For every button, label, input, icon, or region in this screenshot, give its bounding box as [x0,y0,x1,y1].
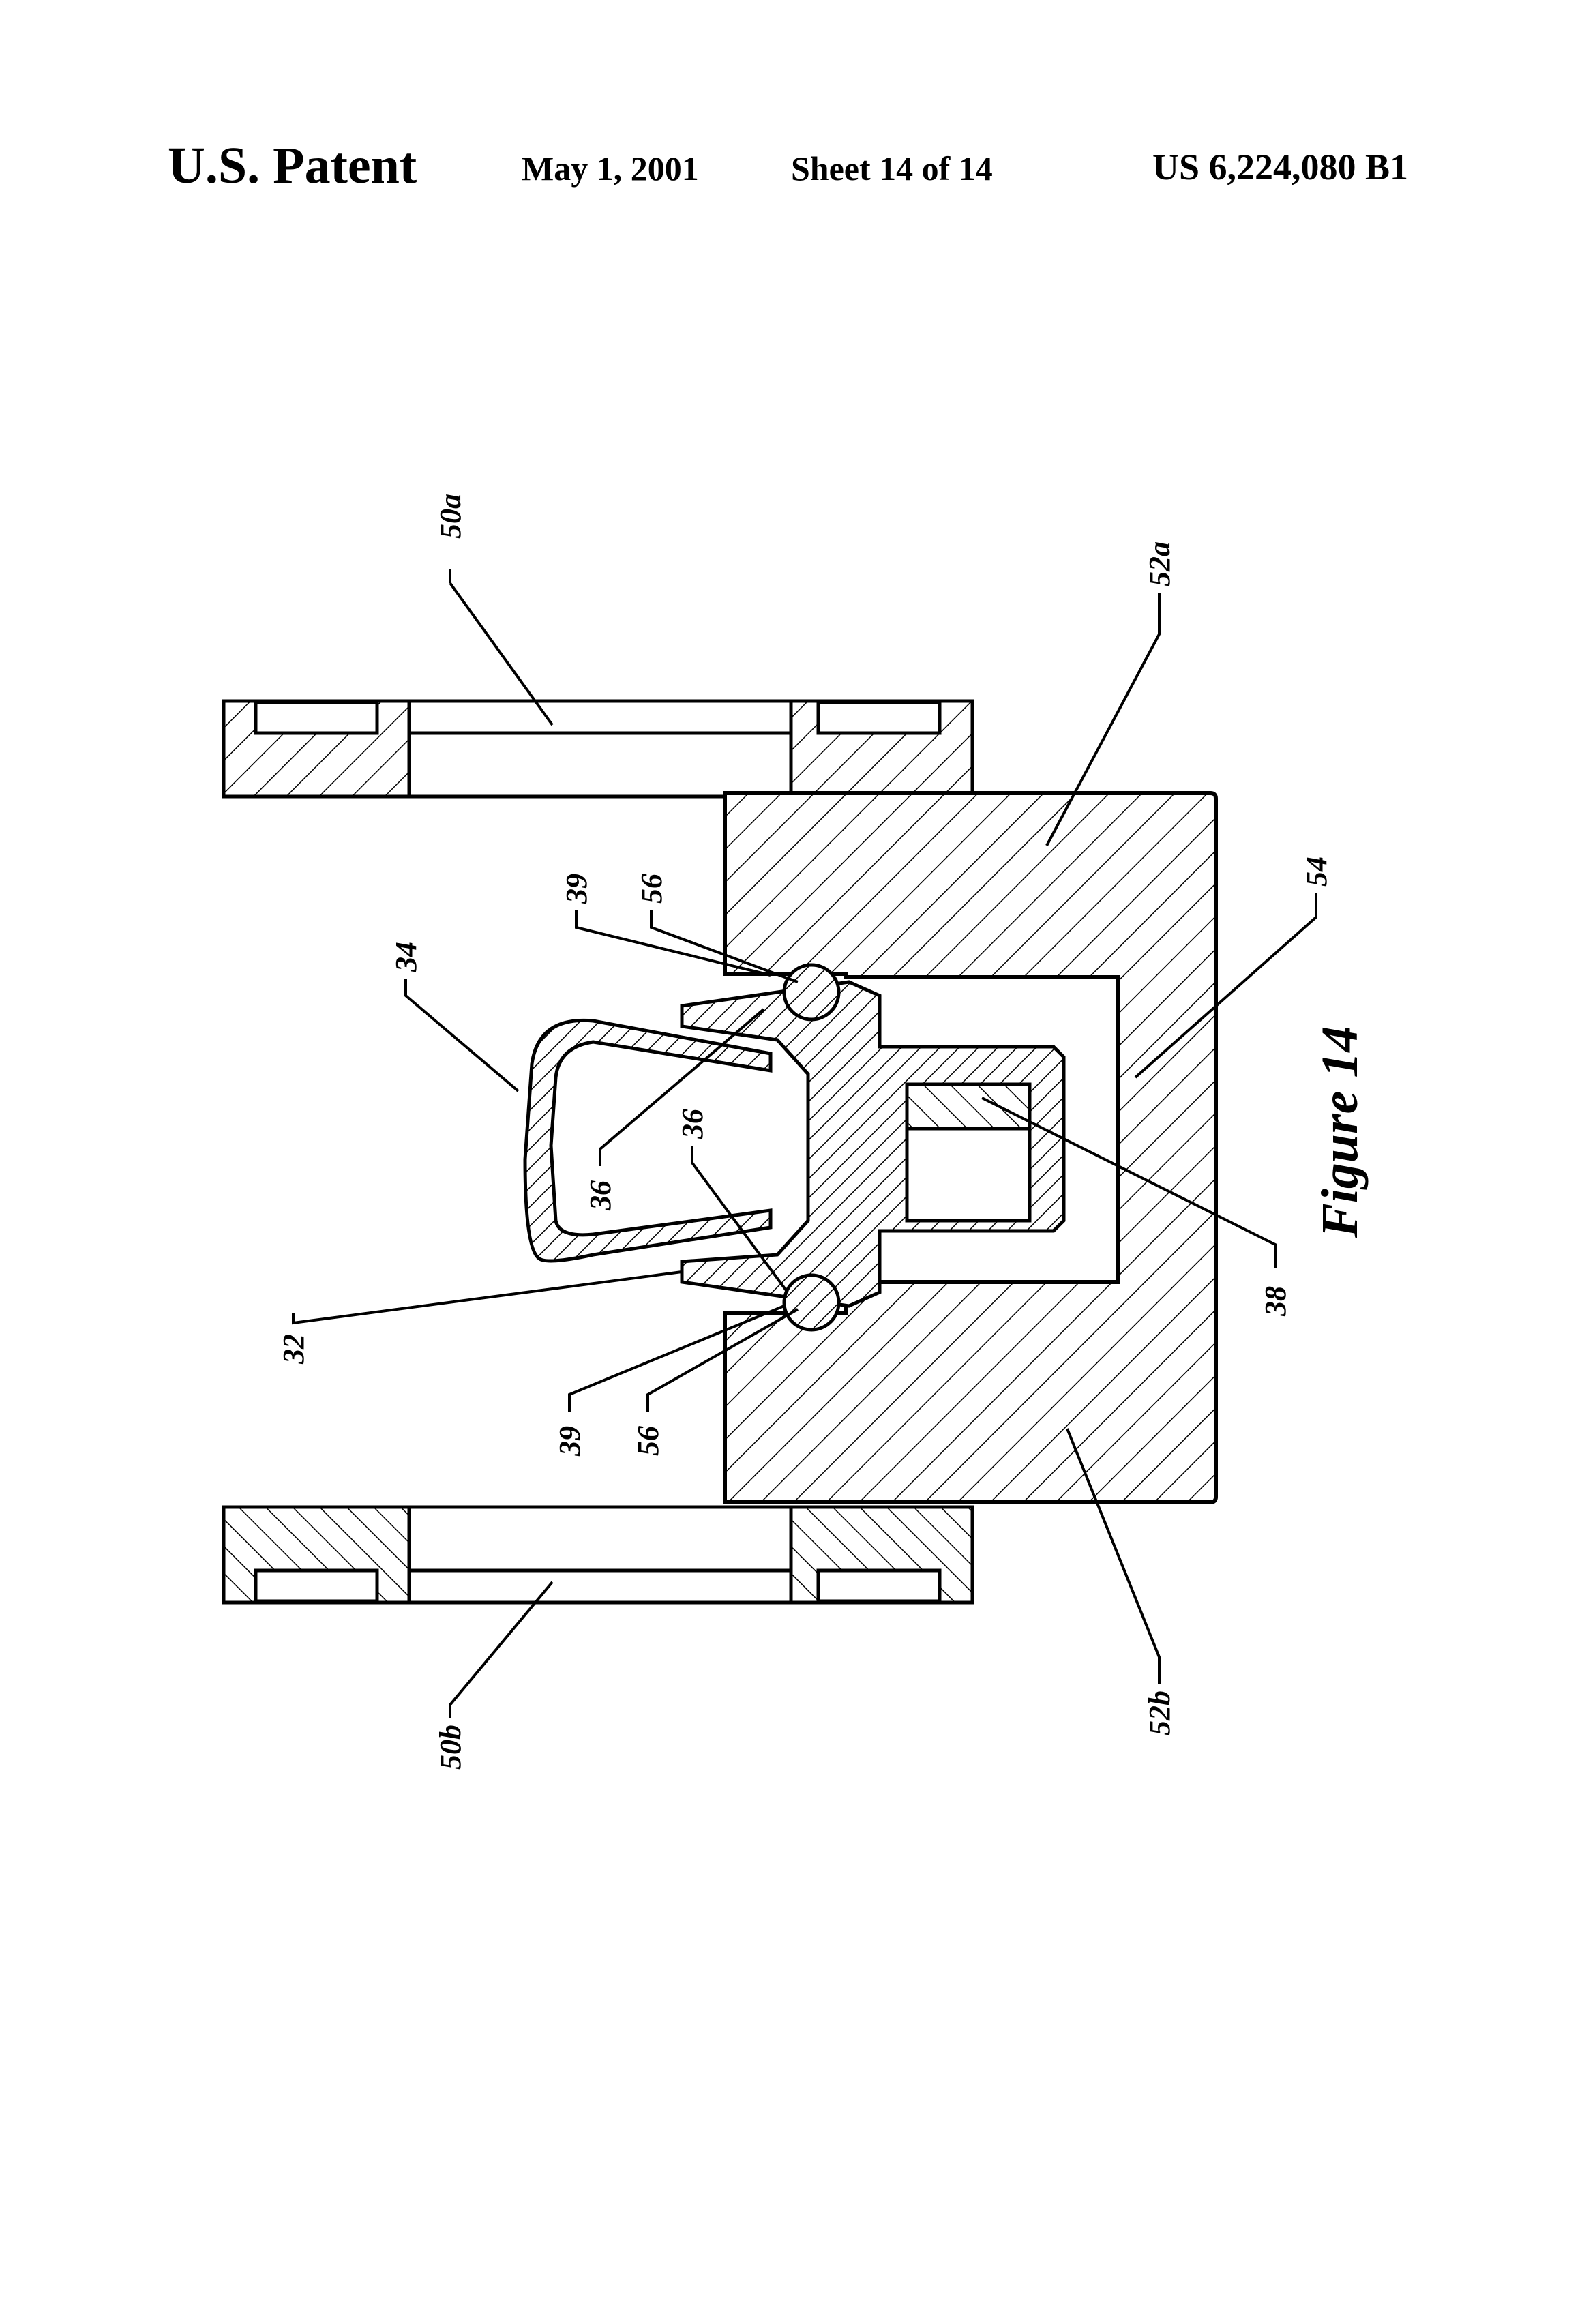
label-52a: 52a [1143,541,1176,586]
label-56-bottom: 56 [631,1426,665,1456]
label-50b: 50b [434,1725,467,1770]
label-34: 34 [389,942,423,972]
flange-50a [224,701,972,796]
label-52b: 52b [1143,1690,1176,1735]
ball-39-bottom [784,1275,839,1330]
label-38: 38 [1259,1286,1292,1317]
label-39-top: 39 [560,874,593,904]
label-32: 32 [277,1334,310,1365]
label-36-right: 36 [676,1109,709,1139]
label-54: 54 [1300,856,1333,887]
flange-50b [224,1507,972,1603]
label-50a: 50a [434,494,467,539]
ball-39-top [784,965,839,1019]
label-56-top: 56 [635,874,668,904]
shell-34 [525,1020,771,1261]
label-39-bottom: 39 [553,1426,586,1457]
label-36-left: 36 [584,1180,617,1211]
figure-caption: Figure 14 [1311,1026,1369,1238]
